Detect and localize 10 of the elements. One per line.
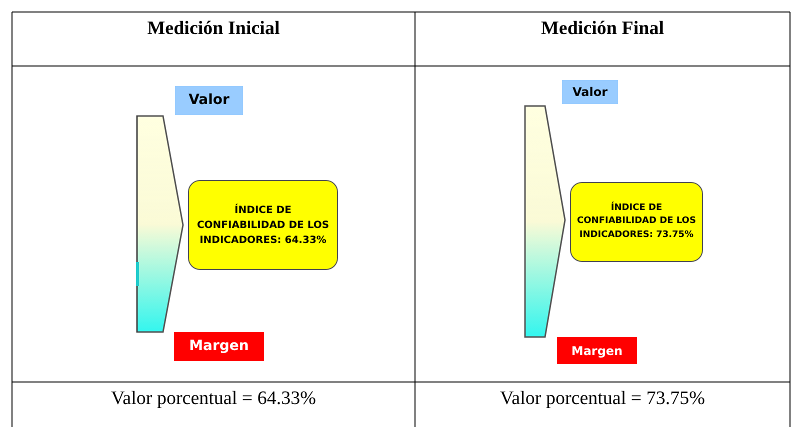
index-callout: ÍNDICE DE CONFIABILIDAD DE LOS INDICADORES: 64.33%: [188, 180, 338, 270]
margin-label-box: Margen: [174, 332, 264, 361]
column-header: Medición Inicial: [147, 18, 280, 39]
margin-label-box: Margen: [557, 337, 637, 364]
column-header: Medición Final: [541, 18, 664, 39]
index-callout: ÍNDICE DE CONFIABILIDAD DE LOS INDICADORES: 73.75%: [570, 182, 703, 262]
value-label-box: Valor: [175, 86, 243, 115]
cell-text: Valor porcentual = 64.33%: [111, 388, 316, 409]
cell-text: Valor porcentual = 73.75%: [500, 388, 705, 409]
value-label-box: Valor: [562, 80, 618, 104]
